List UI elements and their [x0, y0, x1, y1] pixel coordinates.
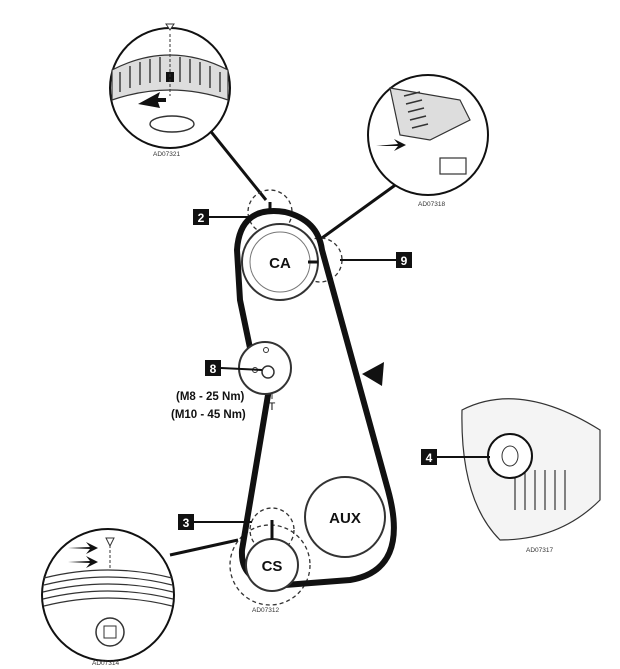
auxiliary-detail: AD07317	[461, 398, 601, 554]
callout-number: 4	[426, 451, 433, 465]
crankshaft-pulley: CS AD07312	[245, 520, 299, 614]
crankshaft-label: CS	[262, 558, 283, 575]
pointer-icon	[105, 537, 115, 548]
torque-spec-m8: (M8 - 25 Nm)	[176, 391, 245, 403]
ref-camshaft-detail: AD07321	[153, 151, 180, 158]
camshaft-label: CA	[269, 255, 291, 272]
arrow-icon	[68, 556, 98, 568]
callout-8: 8	[205, 360, 263, 376]
callout-number: 3	[183, 516, 190, 530]
arrow-icon	[138, 92, 166, 108]
hub-bolt	[103, 625, 117, 639]
camshaft-side-detail: AD07318	[367, 74, 489, 208]
torque-spec-m10: (M10 - 45 Nm)	[171, 409, 246, 421]
tensioner-bolt	[261, 365, 275, 379]
hub	[149, 115, 195, 133]
arrow-icon	[68, 542, 98, 554]
callout-box	[396, 252, 412, 268]
tensioner-hole	[263, 347, 269, 353]
callout-4: 4	[421, 449, 490, 465]
arrow-icon	[376, 139, 406, 151]
callout-number: 8	[210, 362, 217, 376]
crank-pulley-detail: AD07314	[41, 528, 175, 667]
aux-outer	[304, 476, 386, 558]
source-circle-crank-pulley	[229, 524, 311, 606]
housing	[389, 87, 471, 141]
leader-crank-detail	[169, 538, 239, 557]
callout-box	[178, 514, 194, 530]
callout-number: 2	[198, 211, 205, 225]
callout-3: 3	[178, 514, 252, 530]
belt-teeth	[403, 91, 429, 129]
ref-crank-mark: AD07312	[252, 607, 279, 614]
teeth	[119, 57, 221, 92]
callout-2: 2	[193, 209, 252, 225]
rotation-direction-icon	[362, 362, 384, 386]
auxiliary-label: AUX	[329, 510, 361, 527]
ref-auxiliary-detail: AD07317	[526, 547, 553, 554]
auxiliary-pulley: AUX	[304, 476, 386, 558]
bracket	[439, 157, 467, 175]
ref-side-detail: AD07318	[418, 201, 445, 208]
ref-crank-pulley-detail: AD07314	[92, 660, 119, 667]
callout-number: 9	[401, 254, 408, 268]
pulley-grooves	[42, 569, 174, 607]
pointer-icon	[165, 23, 175, 31]
camshaft-pulley: CA	[241, 202, 319, 301]
tensioner-mark: T	[269, 401, 276, 413]
callout-box	[421, 449, 437, 465]
callout-box	[205, 360, 221, 376]
tensioner-pulley: T	[238, 341, 292, 413]
mark-window	[501, 445, 519, 467]
source-circle-crank-mark	[249, 507, 295, 553]
callout-leader	[220, 367, 263, 371]
leader-side-detail	[321, 176, 406, 240]
callout-box	[193, 209, 209, 225]
callout-9: 9	[340, 252, 412, 268]
engine-block	[461, 398, 601, 541]
camshaft-mark-detail: AD07321	[109, 23, 231, 158]
